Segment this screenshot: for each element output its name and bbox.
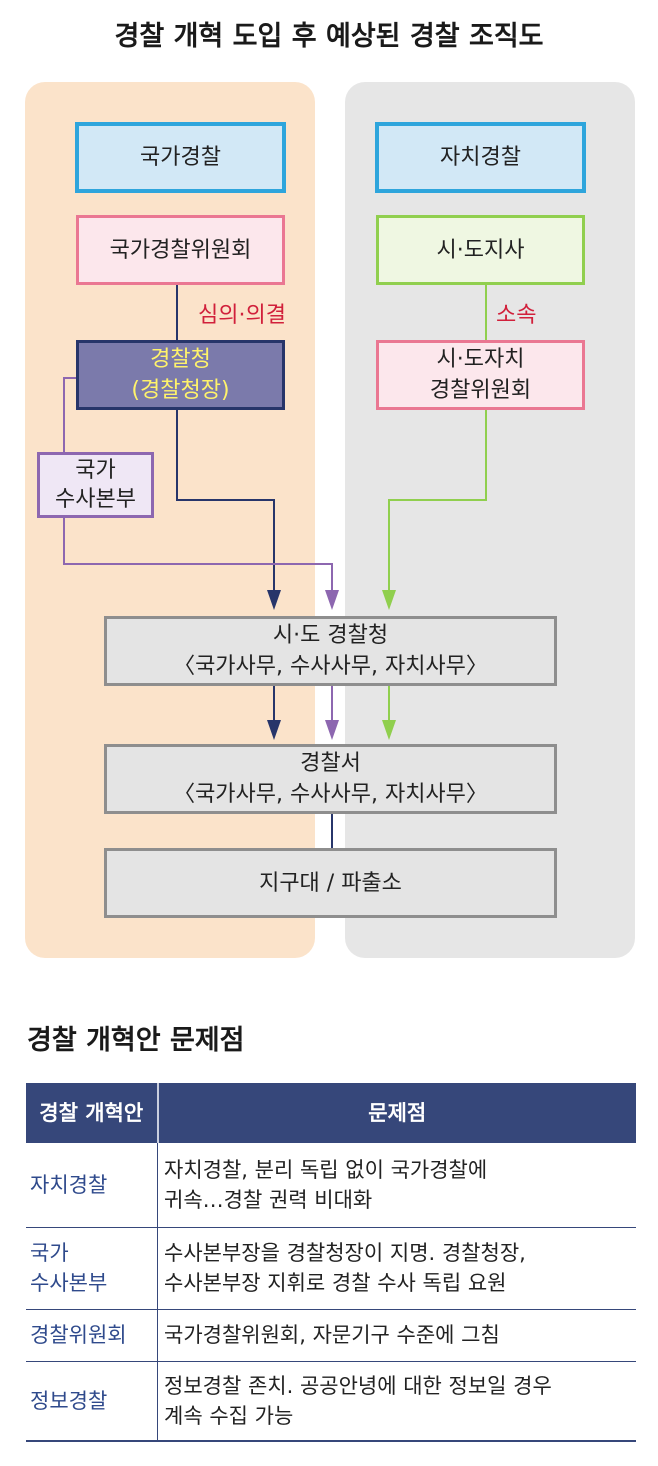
arrowhead-green-1	[382, 590, 396, 610]
substation-box: 지구대 / 파출소	[104, 848, 557, 918]
row-problem-line: 국가경찰위원회, 자문기구 수준에 그침	[164, 1323, 500, 1347]
table-row: 국가 수사본부 수사본부장을 경찰청장이 지명. 경찰청장, 수사본부장 지휘로…	[26, 1227, 636, 1310]
page-title: 경찰 개혁 도입 후 예상된 경찰 조직도	[114, 21, 544, 52]
row-problem-line: 계속 수집 가능	[164, 1403, 294, 1428]
header-problem: 문제점	[157, 1083, 636, 1143]
investigation-line2: 수사본부	[55, 487, 136, 512]
arrowhead-navy-2	[267, 720, 281, 740]
table-row: 경찰위원회 국가경찰위원회, 자문기구 수준에 그침	[26, 1309, 636, 1362]
substation-label: 지구대 / 파출소	[259, 870, 402, 896]
arrowhead-green-2	[382, 720, 396, 740]
row-item-text: 경찰위원회	[30, 1323, 127, 1347]
governor-box: 시·도지사	[376, 215, 585, 285]
governor-label: 시·도지사	[436, 237, 525, 263]
row-problem: 수사본부장을 경찰청장이 지명. 경찰청장, 수사본부장 지휘로 경찰 수사 독…	[157, 1227, 636, 1310]
row-item-text: 국가	[30, 1241, 69, 1265]
table-row: 정보경찰 정보경찰 존치. 공공안녕에 대한 정보일 경우 계속 수집 가능	[26, 1361, 636, 1442]
police-station-duties: 〈국가사무, 수사사무, 자치사무〉	[173, 782, 488, 807]
issues-title: 경찰 개혁안 문제점	[27, 1025, 245, 1056]
header-reform: 경찰 개혁안	[26, 1083, 159, 1143]
national-police-box: 국가경찰	[75, 122, 286, 193]
provincial-agency-name: 시·도 경찰청	[272, 623, 389, 648]
row-problem: 자치경찰, 분리 독립 없이 국가경찰에 귀속…경찰 권력 비대화	[157, 1143, 636, 1228]
row-item-text: 정보경찰	[30, 1388, 108, 1413]
provincial-agency-box: 시·도 경찰청 〈국가사무, 수사사무, 자치사무〉	[104, 616, 557, 686]
police-agency-box: 경찰청 (경찰청장)	[76, 340, 285, 410]
row-item-text: 수사본부	[30, 1271, 108, 1295]
investigation-line1: 국가	[75, 458, 116, 483]
police-station-name: 경찰서	[300, 751, 361, 776]
police-agency-head: (경찰청장)	[131, 378, 230, 403]
row-problem-line: 정보경찰 존치. 공공안녕에 대한 정보일 경우	[164, 1373, 552, 1398]
arrow-agency-provincial	[176, 410, 275, 605]
arrowhead-navy-1	[267, 590, 281, 610]
arrowhead-purple-1	[325, 590, 339, 610]
row-item: 자치경찰	[26, 1143, 158, 1228]
row-item-text: 자치경찰	[30, 1172, 108, 1197]
row-problem-line: 귀속…경찰 권력 비대화	[164, 1187, 373, 1212]
national-commission-label: 국가경찰위원회	[109, 237, 252, 263]
national-investigation-box: 국가 수사본부	[37, 452, 154, 518]
line-agency-investigation	[63, 377, 76, 452]
row-item: 정보경찰	[26, 1361, 158, 1442]
police-station-box: 경찰서 〈국가사무, 수사사무, 자치사무〉	[104, 744, 557, 814]
issues-header-row: 경찰 개혁안 문제점	[26, 1083, 636, 1143]
local-commission-box: 시·도자치 경찰위원회	[376, 340, 585, 410]
arrow-investigation-provincial	[63, 518, 333, 605]
row-item: 경찰위원회	[26, 1309, 158, 1362]
police-agency-name: 경찰청	[150, 347, 211, 372]
row-problem: 국가경찰위원회, 자문기구 수준에 그침	[157, 1309, 636, 1362]
local-police-label: 자치경찰	[440, 145, 521, 170]
arrow-localcommission-provincial	[388, 410, 487, 605]
local-commission-line2: 경찰위원회	[429, 378, 532, 403]
affiliation-label: 소속	[496, 303, 537, 328]
national-police-label: 국가경찰	[140, 145, 221, 170]
row-item: 국가 수사본부	[26, 1227, 158, 1310]
row-problem-line: 수사본부장 지휘로 경찰 수사 독립 요원	[164, 1271, 507, 1295]
issues-table: 경찰 개혁안 문제점 자치경찰 자치경찰, 분리 독립 없이 국가경찰에 귀속……	[26, 1083, 636, 1442]
local-police-box: 자치경찰	[375, 122, 586, 193]
row-problem-line: 수사본부장을 경찰청장이 지명. 경찰청장,	[164, 1241, 526, 1265]
row-problem: 정보경찰 존치. 공공안녕에 대한 정보일 경우 계속 수집 가능	[157, 1361, 636, 1442]
provincial-agency-duties: 〈국가사무, 수사사무, 자치사무〉	[173, 654, 488, 679]
connector-lines	[63, 285, 487, 848]
national-commission-box: 국가경찰위원회	[76, 215, 285, 285]
local-commission-line1: 시·도자치	[436, 347, 525, 372]
table-row: 자치경찰 자치경찰, 분리 독립 없이 국가경찰에 귀속…경찰 권력 비대화	[26, 1143, 636, 1228]
row-problem-line: 자치경찰, 분리 독립 없이 국가경찰에	[164, 1157, 488, 1182]
arrowhead-purple-2	[325, 720, 339, 740]
deliberation-label: 심의·의결	[198, 303, 286, 328]
